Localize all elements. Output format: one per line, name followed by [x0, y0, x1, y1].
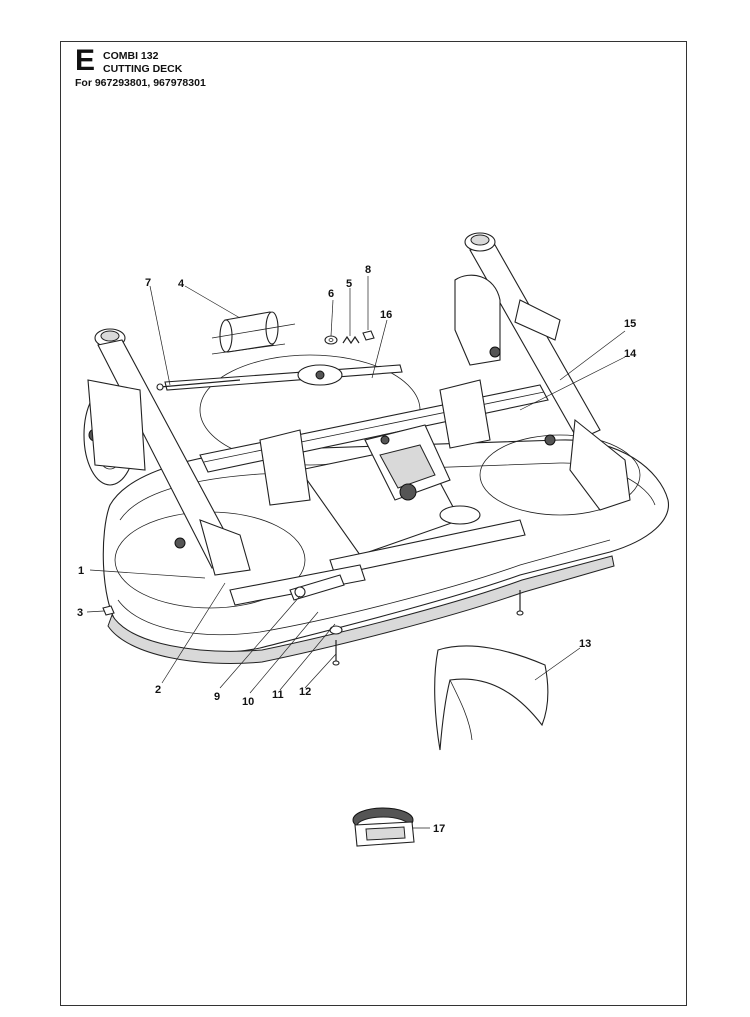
callout-4: 4	[178, 278, 185, 290]
callout-14: 14	[624, 348, 637, 360]
callout-17: 17	[433, 823, 445, 835]
callout-9: 9	[214, 691, 220, 703]
washer-part-6	[324, 335, 338, 345]
nut-part-3	[102, 605, 115, 616]
model-title: COMBI 132	[103, 50, 159, 62]
callout-8: 8	[365, 264, 371, 276]
callout-3: 3	[77, 607, 83, 619]
section-title: CUTTING DECK	[103, 63, 183, 75]
callout-11: 11	[272, 689, 284, 701]
left-caster-arm	[83, 328, 251, 576]
callout-16: 16	[380, 309, 392, 321]
right-caster-arm	[454, 232, 631, 511]
section-letter: E	[75, 44, 96, 77]
roller-part-4	[211, 311, 296, 355]
callout-15: 15	[624, 318, 636, 330]
diagram-frame	[60, 41, 687, 1006]
callout-10: 10	[242, 696, 254, 708]
callout-2: 2	[155, 684, 161, 696]
leader-lines	[86, 276, 626, 829]
applies-to-line: For 967293801, 967978301	[75, 77, 206, 89]
bolt-part-7	[156, 379, 241, 391]
spindle-pulleys	[174, 364, 556, 549]
pivot-rod	[289, 574, 345, 601]
callout-labels: 1 2 3 4 5 6 7 8 9 10 11 12 13 14 15 16 1…	[77, 264, 637, 835]
gearbox	[364, 424, 451, 501]
discharge-deflector-part-13	[434, 645, 549, 751]
spring-part-5	[342, 335, 360, 345]
callout-5: 5	[346, 278, 352, 290]
callout-6: 6	[328, 288, 334, 300]
bolt-standalone	[516, 590, 524, 616]
strap-part-17	[352, 807, 415, 847]
nut-part-8	[362, 330, 375, 341]
callout-12: 12	[299, 686, 311, 698]
callout-1: 1	[78, 565, 84, 577]
callout-7: 7	[145, 277, 151, 289]
callout-13: 13	[579, 638, 591, 650]
deck-cross-frame	[164, 364, 549, 606]
